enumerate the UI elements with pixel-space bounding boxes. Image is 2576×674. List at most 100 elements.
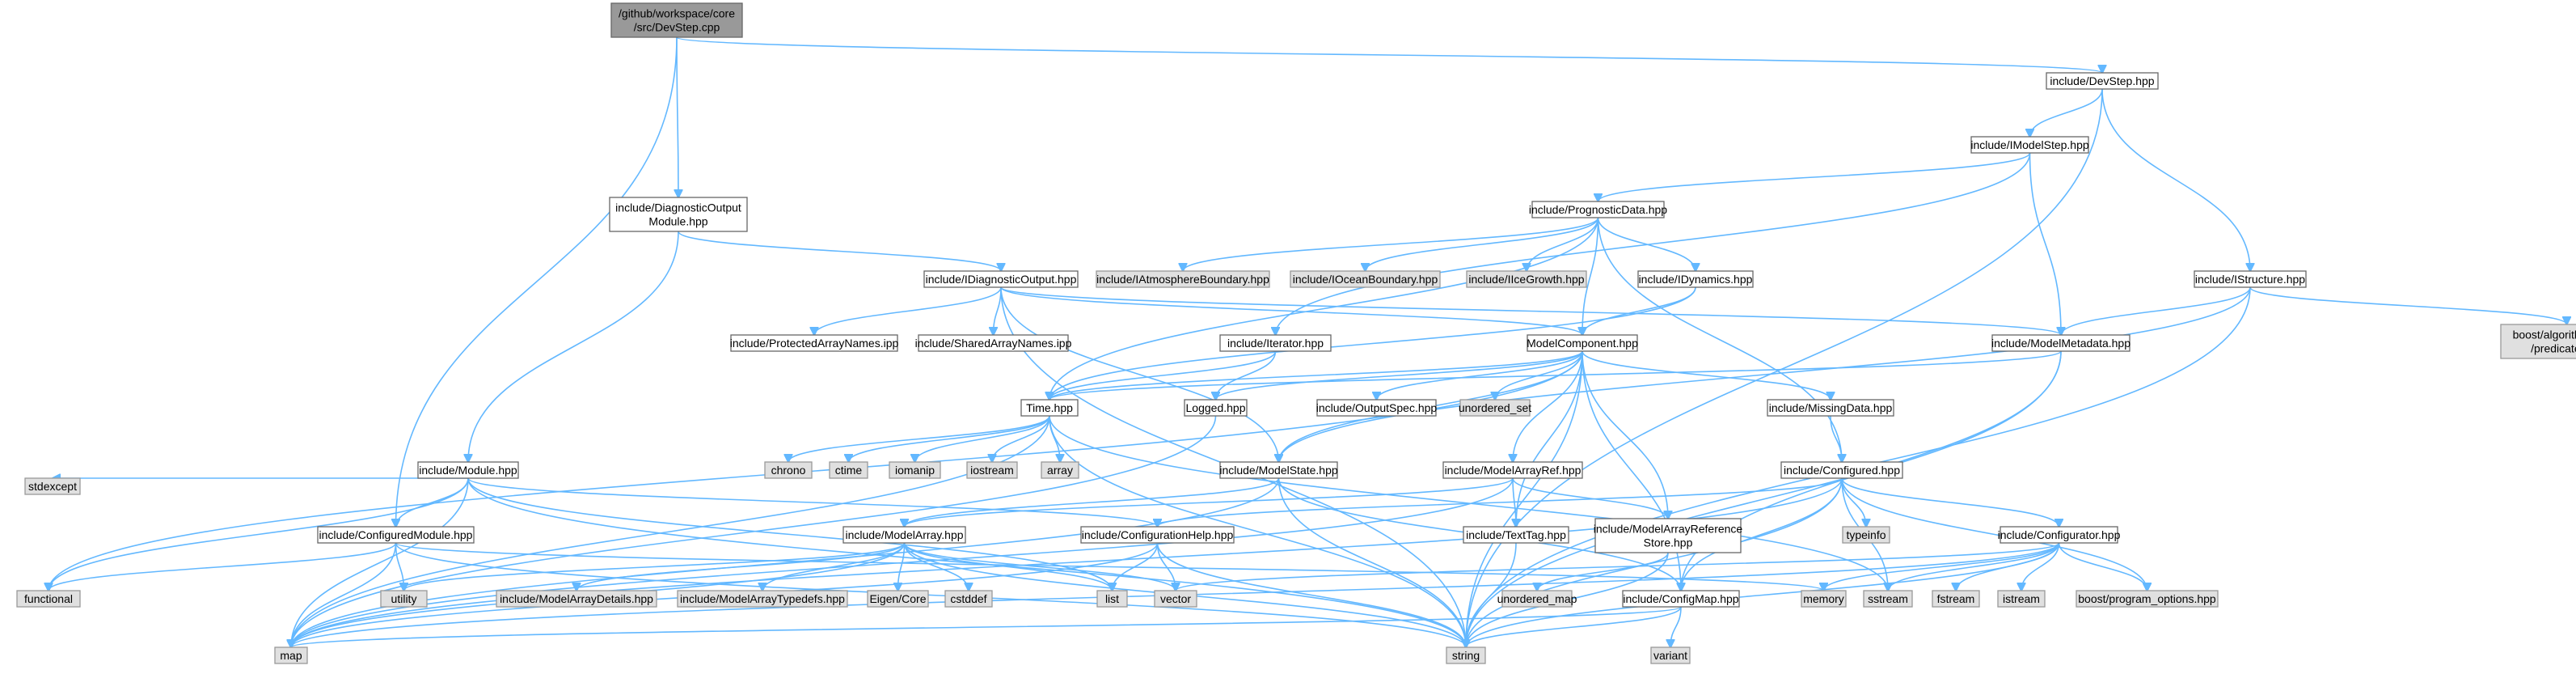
node-box: [944, 590, 993, 608]
node-iiterator-hpp[interactable]: include/Iterator.hpp: [1219, 334, 1332, 352]
node-box: [1622, 590, 1740, 608]
node-modelarrayref-hpp[interactable]: include/ModelArrayRef.hpp: [1442, 461, 1583, 479]
node-prognostic-hpp[interactable]: include/PrognosticData.hpp: [1529, 201, 1667, 218]
node-box: [417, 461, 519, 479]
node-label: include/Configured.hpp: [1784, 464, 1900, 477]
edge-devstep-cpp-to-devstep-hpp: [676, 36, 2102, 73]
node-label: sstream: [1868, 592, 1908, 605]
edge-modelarray-hpp-to-utility: [404, 542, 906, 591]
node-modelstate-hpp[interactable]: include/ModelState.hpp: [1219, 461, 1338, 479]
node-label: include/ConfigurationHelp.hpp: [1082, 528, 1234, 541]
node-label: boost/program_options.hpp: [2078, 592, 2216, 605]
node-label: fstream: [1937, 592, 1975, 605]
edge-devstep-hpp-to-imodelstep-hpp: [2030, 88, 2103, 137]
edge-imodelstep-hpp-to-prognostic-hpp: [1598, 152, 2031, 201]
node-box: [1154, 590, 1197, 608]
edge-istructure-hpp-to-modelstate-hpp: [1279, 286, 2251, 462]
node-label: list: [1105, 592, 1119, 605]
node-list: list: [1096, 590, 1128, 608]
node-box: [1780, 461, 1903, 479]
edge-module-hpp-to-map: [291, 477, 469, 647]
node-iatmos-hpp: include/IAtmosphereBoundary.hpp: [1096, 270, 1270, 288]
edge-configmap-hpp-to-map: [291, 606, 1682, 647]
node-missingdata-hpp[interactable]: include/MissingData.hpp: [1767, 399, 1894, 417]
node-box: [1650, 646, 1691, 664]
edge-idiagout-hpp-to-modelmeta-hpp: [1000, 286, 2061, 335]
edge-modelcomp-hpp-to-unordered-set: [1495, 350, 1583, 400]
edges-layer: [49, 36, 2567, 647]
node-label: include/ConfiguredModule.hpp: [319, 528, 473, 541]
edge-missingdata-hpp-to-configured-hpp: [1830, 415, 1842, 462]
node-box: [1997, 590, 2046, 608]
edge-prognostic-hpp-to-idynamics-hpp: [1597, 217, 1696, 271]
node-modelmeta-hpp[interactable]: include/ModelMetadata.hpp: [1991, 334, 2130, 352]
node-box: [1637, 270, 1754, 288]
node-configmap-hpp[interactable]: include/ConfigMap.hpp: [1622, 590, 1740, 608]
node-label: include/IAtmosphereBoundary.hpp: [1096, 273, 1269, 286]
node-label: chrono: [771, 464, 806, 477]
node-label: include/Module.hpp: [419, 464, 517, 477]
node-devstep-cpp[interactable]: /github/workspace/core/src/DevStep.cpp: [610, 2, 743, 38]
node-istructure-hpp[interactable]: include/IStructure.hpp: [2194, 270, 2307, 288]
node-idiagout-hpp[interactable]: include/IDiagnosticOutput.hpp: [923, 270, 1079, 288]
node-eigencore: Eigen/Core: [867, 590, 929, 608]
node-label: include/IOceanBoundary.hpp: [1293, 273, 1438, 286]
node-map: map: [274, 646, 308, 664]
node-idynamics-hpp[interactable]: include/IDynamics.hpp: [1637, 270, 1754, 288]
edge-idiagout-hpp-to-modelstate-hpp: [1000, 286, 1279, 462]
edge-modelcomp-hpp-to-texttag-hpp: [1516, 350, 1583, 527]
edge-time-hpp-to-chrono: [788, 415, 1050, 462]
edge-configmodule-hpp-to-map: [291, 542, 397, 647]
node-time-hpp[interactable]: Time.hpp: [1020, 399, 1079, 417]
node-label: iostream: [970, 464, 1014, 477]
node-box: [1080, 526, 1235, 544]
node-devstep-hpp[interactable]: include/DevStep.hpp: [2046, 72, 2159, 90]
node-imodelstep-hpp[interactable]: include/IModelStep.hpp: [1970, 136, 2089, 154]
node-configured-hpp[interactable]: include/Configured.hpp: [1780, 461, 1903, 479]
node-protected-ipp[interactable]: include/ProtectedArrayNames.ipp: [730, 334, 899, 352]
node-stdexcept: stdexcept: [24, 477, 81, 495]
node-box: [1594, 518, 1742, 553]
node-label: include/MissingData.hpp: [1769, 401, 1893, 414]
node-box: [24, 477, 81, 495]
node-module-hpp[interactable]: include/Module.hpp: [417, 461, 519, 479]
node-configurator-hpp[interactable]: include/Configurator.hpp: [1998, 526, 2121, 544]
node-typeinfo: typeinfo: [1842, 526, 1890, 544]
node-box: [1446, 646, 1486, 664]
node-logged-hpp[interactable]: Logged.hpp: [1184, 399, 1248, 417]
node-box: [764, 461, 813, 479]
edge-time-hpp-to-iomanip: [915, 415, 1050, 462]
node-label: include/ModelMetadata.hpp: [1991, 337, 2130, 350]
edge-configured-hpp-to-confighelp-hpp: [1158, 477, 1843, 527]
edge-modelarray-hpp-to-madetails-hpp: [576, 542, 906, 591]
node-confighelp-hpp[interactable]: include/ConfigurationHelp.hpp: [1080, 526, 1235, 544]
edge-modelcomp-hpp-to-functional: [49, 350, 1583, 591]
node-box: [1527, 334, 1638, 352]
node-modelcomp-hpp[interactable]: ModelComponent.hpp: [1527, 334, 1638, 352]
node-configmodule-hpp[interactable]: include/ConfiguredModule.hpp: [317, 526, 475, 544]
node-label: Time.hpp: [1026, 401, 1073, 414]
node-label: include/ModelArray.hpp: [845, 528, 963, 541]
node-label: string: [1452, 649, 1480, 662]
node-unordered-map: unordered_map: [1497, 590, 1577, 608]
edge-modelarray-hpp-to-cstddef: [903, 542, 969, 591]
node-box: [610, 2, 743, 38]
node-label: Store.hpp: [1644, 536, 1693, 549]
edge-diagoutmod-hpp-to-module-hpp: [468, 231, 679, 462]
node-modelarray-hpp[interactable]: include/ModelArray.hpp: [842, 526, 966, 544]
node-shared-ipp[interactable]: include/SharedArrayNames.ipp: [915, 334, 1072, 352]
node-outputspec-hpp[interactable]: include/OutputSpec.hpp: [1316, 399, 1438, 417]
node-texttag-hpp[interactable]: include/TextTag.hpp: [1463, 526, 1569, 544]
node-box: [1970, 136, 2089, 154]
node-label: include/ModelArrayReference: [1594, 523, 1743, 536]
edge-modelarray-hpp-to-vector: [903, 542, 1176, 591]
node-box: [918, 334, 1069, 352]
node-label: include/IStructure.hpp: [2195, 273, 2305, 286]
node-label: include/ModelArrayRef.hpp: [1445, 464, 1581, 477]
edge-modelcomp-hpp-to-missingdata-hpp: [1581, 350, 1831, 400]
node-label: istream: [2003, 592, 2040, 605]
edge-modelstate-hpp-to-map: [291, 477, 1280, 647]
node-label: include/ProtectedArrayNames.ipp: [730, 337, 899, 350]
